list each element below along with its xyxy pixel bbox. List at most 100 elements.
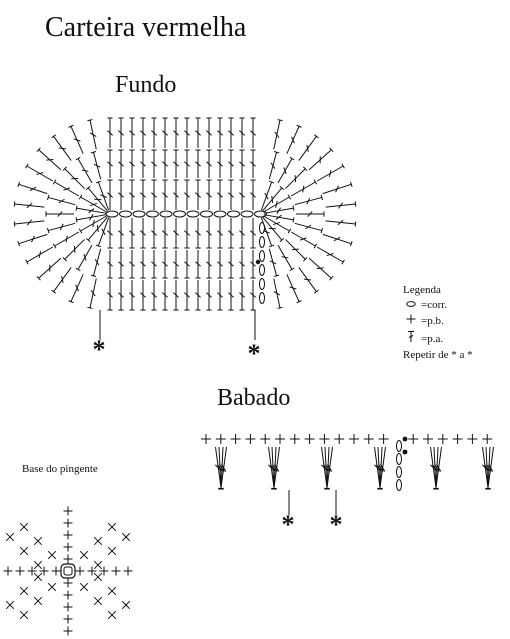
fundo-double-crochet — [140, 218, 146, 249]
fundo-double-crochet — [195, 179, 201, 210]
fundo-double-crochet — [118, 280, 124, 311]
turning-chain-stitch — [259, 250, 265, 262]
babado-single-crochet — [437, 434, 448, 444]
fundo-double-crochet — [162, 149, 168, 178]
fundo-double-crochet — [217, 149, 223, 178]
fundo-double-crochet — [298, 267, 319, 294]
pingente-single-crochet — [75, 566, 85, 576]
pingente-single-crochet — [99, 566, 109, 576]
repeat-marker-asterisk: * — [330, 510, 343, 539]
fundo-double-crochet — [262, 185, 285, 212]
fundo-double-crochet — [162, 280, 168, 311]
fundo-double-crochet — [118, 218, 124, 249]
fundo-double-crochet — [263, 205, 295, 214]
fundo-double-crochet — [286, 274, 302, 304]
babado-slip-stitch-dot — [402, 436, 408, 442]
fundo-double-crochet — [268, 248, 280, 277]
fundo-double-crochet — [184, 179, 190, 210]
fundo-double-crochet — [239, 280, 245, 311]
fundo-double-crochet — [239, 149, 245, 178]
fundo-double-crochet — [206, 149, 212, 178]
fundo-double-crochet — [173, 117, 179, 148]
fundo-double-crochet — [107, 218, 113, 249]
legend-item-single-crochet: = p.b. — [403, 313, 473, 330]
fundo-double-crochet — [316, 163, 345, 182]
single-crochet-icon — [403, 313, 418, 330]
fundo-double-crochet — [184, 117, 190, 148]
fundo-double-crochet — [250, 250, 256, 279]
legend-heading: Legenda — [403, 284, 441, 296]
babado-double-crochet — [377, 446, 386, 490]
fundo-double-crochet — [162, 250, 168, 279]
fundo-double-crochet — [118, 179, 124, 210]
fundo-double-crochet — [308, 257, 334, 281]
foundation-chain-stitch — [132, 210, 146, 218]
pingente-single-crochet — [87, 566, 97, 576]
fundo-double-crochet — [151, 179, 157, 210]
babado-double-crochet — [324, 446, 333, 490]
fundo-double-crochet — [250, 280, 256, 311]
fundo-double-crochet — [195, 149, 201, 178]
fundo-double-crochet — [75, 205, 107, 214]
foundation-chain-stitch — [173, 210, 186, 218]
fundo-double-crochet — [151, 149, 157, 178]
fundo-double-crochet — [239, 218, 245, 249]
foundation-chain-stitch — [146, 210, 159, 218]
pingente-single-crochet — [63, 578, 73, 588]
pingente-single-crochet-x — [5, 532, 15, 542]
fundo-double-crochet — [206, 218, 212, 249]
fundo-double-crochet — [228, 179, 234, 210]
pingente-single-crochet — [63, 542, 73, 552]
fundo-double-crochet — [308, 147, 334, 171]
pingente-single-crochet-x — [93, 560, 103, 570]
pingente-single-crochet-x — [19, 522, 29, 532]
pingente-single-crochet-x — [107, 610, 117, 620]
foundation-chain-stitch — [105, 210, 119, 218]
fundo-double-crochet — [85, 185, 108, 212]
pingente-single-crochet-x — [93, 536, 103, 546]
fundo-double-crochet — [263, 215, 292, 234]
fundo-double-crochet — [52, 179, 80, 197]
fundo-double-crochet — [151, 250, 157, 279]
pingente-single-crochet-x — [79, 582, 89, 592]
fundo-double-crochet — [294, 194, 323, 206]
section-title-pingente: Base do pingente — [22, 463, 98, 475]
fundo-double-crochet — [217, 250, 223, 279]
pingente-single-crochet-x — [79, 550, 89, 560]
fundo-double-crochet — [250, 179, 256, 210]
fundo-double-crochet — [75, 214, 107, 223]
fundo-double-crochet — [228, 149, 234, 178]
pingente-single-crochet-x — [19, 546, 29, 556]
pingente-single-crochet-x — [33, 560, 43, 570]
slip-stitch-dot — [255, 259, 261, 265]
fundo-double-crochet — [95, 217, 110, 248]
fundo-double-crochet — [184, 280, 190, 311]
babado-single-crochet — [378, 434, 389, 444]
legend-label-double-crochet: p.a. — [427, 332, 444, 345]
babado-double-crochet — [485, 446, 494, 490]
fundo-double-crochet — [285, 239, 308, 262]
turning-chain-stitch — [259, 264, 265, 276]
babado-double-crochet — [218, 446, 227, 490]
fundo-double-crochet — [273, 119, 283, 150]
fundo-double-crochet — [195, 280, 201, 311]
fundo-double-crochet — [129, 149, 135, 178]
fundo-double-crochet — [107, 250, 113, 279]
fundo-double-crochet — [184, 218, 190, 249]
fundo-double-crochet — [162, 179, 168, 210]
foundation-chain-stitch — [200, 210, 213, 218]
babado-single-crochet — [319, 434, 330, 444]
fundo-double-crochet — [239, 117, 245, 148]
babado-single-crochet — [201, 434, 211, 444]
fundo-double-crochet — [277, 156, 295, 184]
fundo-double-crochet — [206, 179, 212, 210]
babado-chain-stitch — [396, 440, 402, 452]
fundo-double-crochet — [250, 149, 256, 178]
pingente-single-crochet — [123, 566, 133, 576]
fundo-double-crochet — [107, 117, 113, 148]
pingente-single-crochet-x — [5, 600, 15, 610]
fundo-double-crochet — [13, 201, 45, 209]
fundo-double-crochet — [217, 280, 223, 311]
